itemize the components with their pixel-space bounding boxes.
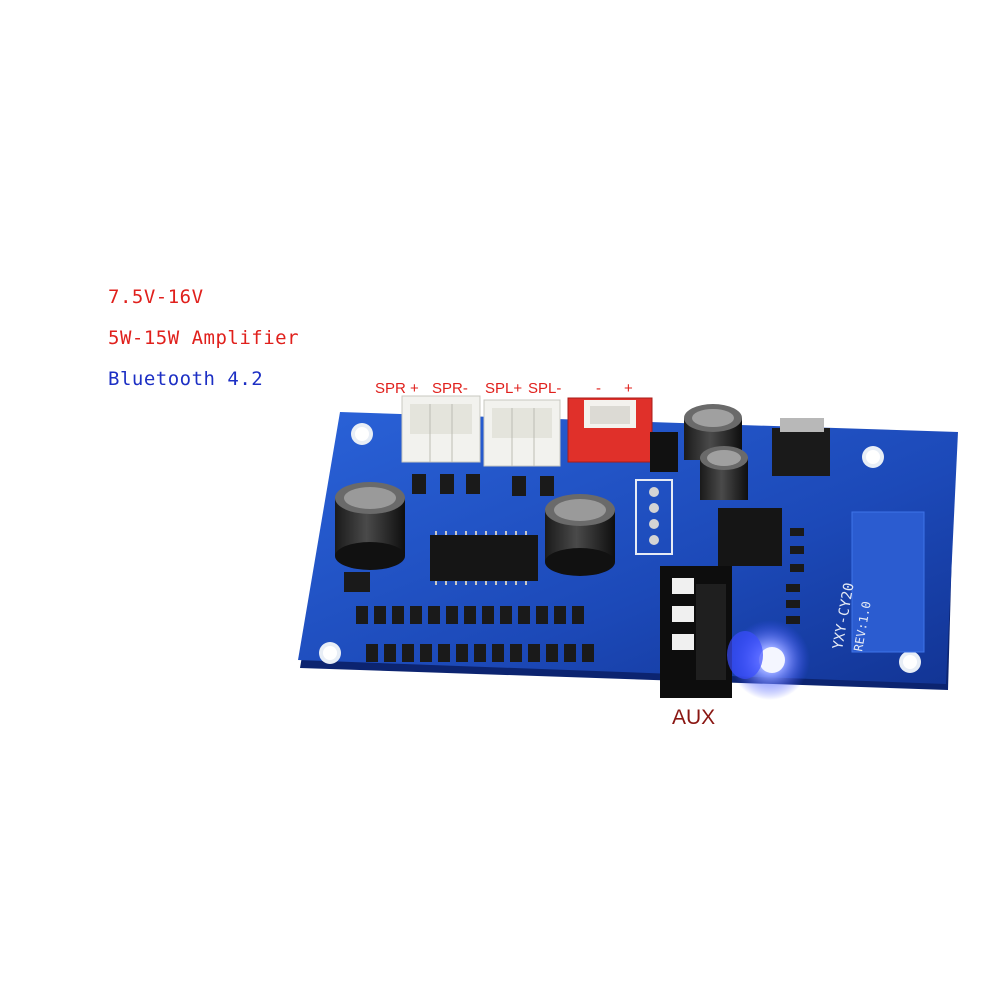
antenna-area — [851, 511, 925, 653]
voltage-regulator — [772, 418, 830, 476]
label-spr-plus: SPR + — [375, 380, 419, 397]
header-pins — [635, 479, 673, 555]
label-power-plus: + — [624, 380, 633, 397]
power-connector — [567, 397, 653, 463]
voltage-spec: 7.5V-16V — [108, 286, 204, 308]
black-component — [650, 432, 678, 472]
aux-jack — [660, 566, 732, 698]
power-spec: 5W-15W Amplifier — [108, 327, 300, 349]
mounting-holes — [319, 423, 921, 673]
label-power-minus: - — [596, 380, 601, 397]
label-spl-minus: SPL- — [528, 380, 562, 397]
capacitor-left — [335, 482, 405, 570]
bluetooth-spec: Bluetooth 4.2 — [108, 368, 264, 390]
speaker-connector-right — [401, 395, 481, 463]
label-spr-minus: SPR- — [432, 380, 468, 397]
smd-components — [344, 474, 804, 662]
label-spl-plus: SPL+ — [485, 380, 523, 397]
aux-label: AUX — [672, 706, 716, 729]
bluetooth-chip — [718, 508, 782, 566]
speaker-connector-left — [483, 399, 561, 467]
capacitor-small — [700, 446, 748, 500]
capacitor-middle — [545, 494, 615, 576]
blue-led — [727, 620, 810, 700]
amplifier-chip — [430, 531, 538, 585]
